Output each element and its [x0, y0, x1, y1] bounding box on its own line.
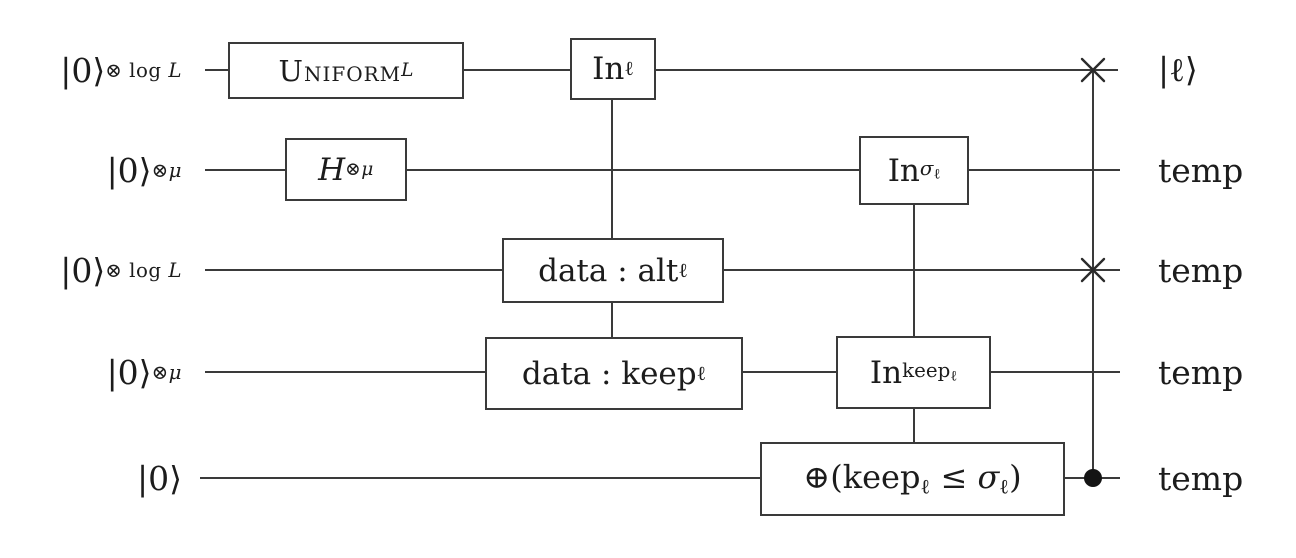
gate-in-keep-label: In: [869, 354, 903, 391]
qubit-wire-5: [200, 477, 1120, 479]
temp-label: temp: [1158, 250, 1244, 290]
ket-zero: |0⟩: [137, 458, 182, 498]
swap-cross-icon: [1080, 57, 1106, 83]
ket-zero: |0⟩: [106, 352, 152, 392]
gate-oplus-compare-label: ⊕(keepℓ ≤ σℓ): [803, 458, 1022, 499]
gate-uniform-subscript: L: [401, 60, 414, 81]
ket-zero: |0⟩: [60, 50, 106, 90]
input-state-label-3: |0⟩⊗ log L: [0, 238, 182, 302]
qubit-wire-1: [205, 69, 1118, 71]
output-label-3: temp: [1158, 238, 1296, 302]
control-line-cswap: [1092, 70, 1094, 479]
ket-zero: |0⟩: [106, 150, 152, 190]
output-label-4: temp: [1158, 340, 1296, 404]
gate-hadamard-exponent: ⊗μ: [345, 159, 374, 180]
output-label-1: |ℓ⟩: [1158, 38, 1296, 102]
control-line-in-sigma-to-oplus: [913, 203, 915, 445]
gate-in-ell-label: In: [592, 51, 625, 87]
qubit-wire-2: [205, 169, 1120, 171]
swap-cross-icon: [1080, 257, 1106, 283]
temp-label: temp: [1158, 458, 1244, 498]
tensor-exponent: ⊗ log L: [105, 258, 182, 282]
gate-data-alt-subscript: ℓ: [678, 258, 688, 282]
input-state-label-2: |0⟩⊗μ: [0, 138, 182, 202]
gate-in-sigma-label: In: [887, 152, 920, 189]
gate-hadamard-box: H⊗μ: [285, 138, 407, 201]
gate-data-keep-subscript: ℓ: [696, 361, 707, 385]
gate-oplus-compare-box: ⊕(keepℓ ≤ σℓ): [760, 442, 1065, 516]
tensor-exponent: ⊗μ: [151, 158, 182, 182]
gate-in-ell-subscript: ℓ: [624, 57, 634, 80]
gate-hadamard-label: H: [318, 151, 346, 188]
gate-in-keep-subscript: keepℓ: [902, 359, 958, 385]
temp-label: temp: [1158, 150, 1244, 190]
input-state-label-5: |0⟩: [0, 446, 182, 510]
output-label-5: temp: [1158, 446, 1296, 510]
ket-zero: |0⟩: [60, 250, 106, 290]
gate-data-keep-label: data : keep: [521, 355, 697, 392]
gate-data-alt-label: data : alt: [538, 252, 679, 289]
output-label-2: temp: [1158, 138, 1296, 202]
input-state-label-1: |0⟩⊗ log L: [0, 38, 182, 102]
input-state-label-4: |0⟩⊗μ: [0, 340, 182, 404]
tensor-exponent: ⊗μ: [151, 360, 182, 384]
ket-ell-label: |ℓ⟩: [1158, 50, 1198, 89]
gate-in-sigma-subscript: σℓ: [919, 157, 941, 183]
temp-label: temp: [1158, 352, 1244, 392]
tensor-exponent: ⊗ log L: [105, 58, 182, 82]
control-line-in-ell-to-data: [611, 99, 613, 341]
control-dot-icon: [1084, 469, 1102, 487]
gate-uniform-label: Uniform: [278, 53, 402, 88]
